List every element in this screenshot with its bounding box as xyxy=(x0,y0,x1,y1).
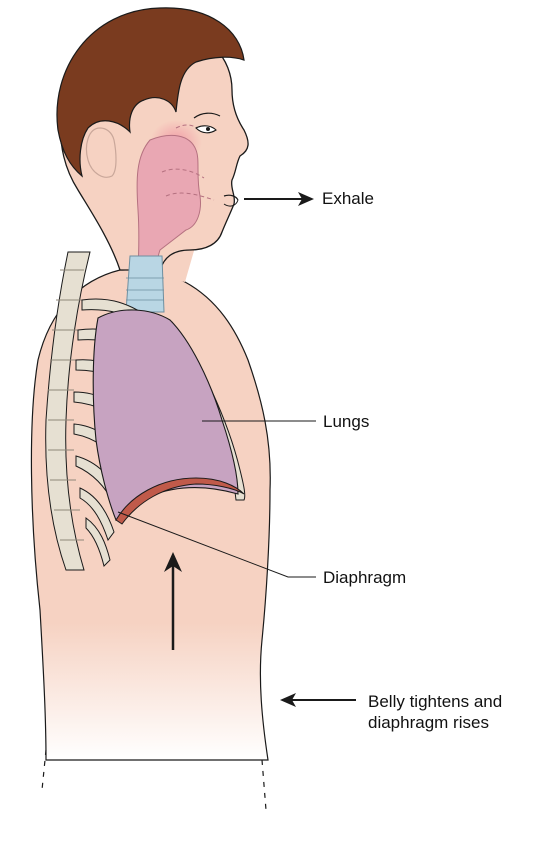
belly-label-line1: Belly tightens and xyxy=(368,691,502,712)
trachea xyxy=(126,256,164,312)
belly-label-line2: diaphragm rises xyxy=(368,712,502,733)
exhale-arrow xyxy=(244,192,314,206)
lungs-label: Lungs xyxy=(323,411,369,432)
torso-lower-right xyxy=(262,760,266,810)
diaphragm-label: Diaphragm xyxy=(323,567,406,588)
exhale-label: Exhale xyxy=(322,188,374,209)
belly-tighten-arrow xyxy=(280,693,356,707)
belly-label: Belly tightens and diaphragm rises xyxy=(368,691,502,733)
